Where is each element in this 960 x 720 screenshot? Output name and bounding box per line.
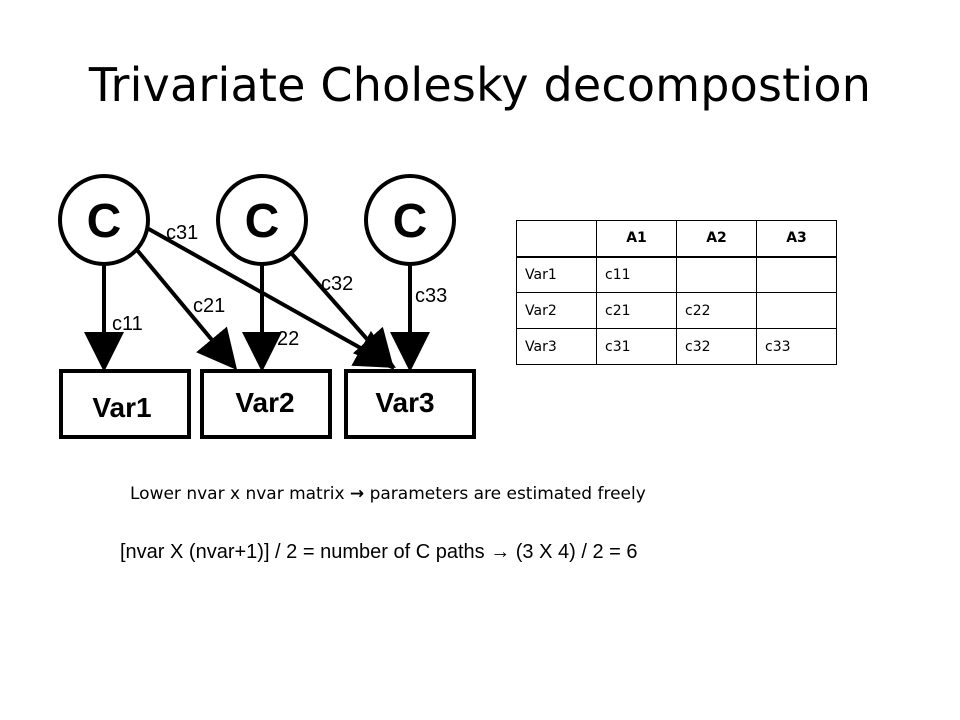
observed-var1: Var1 [59,369,191,439]
matrix-cell [676,256,757,293]
matrix-cell: c33 [756,328,837,365]
note-path-count: [nvar X (nvar+1)] / 2 = number of C path… [120,541,637,564]
latent-c1-label: C [87,195,122,248]
latent-c2-label: C [245,195,280,248]
matrix-header-cell: A2 [676,220,757,258]
slide-title: Trivariate Cholesky decompostion [88,58,872,112]
matrix-header-row: A1 A2 A3 [516,220,837,258]
latent-c3: C [364,174,456,266]
note2-text-after: (3 X 4) / 2 = 6 [515,541,638,563]
path-c11-label: c11 [112,313,143,335]
matrix-header-cell: A3 [756,220,837,258]
matrix-cell: c32 [676,328,757,365]
path-c21-arrow [135,248,238,371]
latent-c3-label: C [393,195,428,248]
matrix-row-label: Var2 [516,292,597,329]
note1-text-before: Lower nvar x nvar matrix [130,484,345,504]
observed-var3: Var3 [344,369,476,439]
path-c33-label: c33 [415,285,447,307]
matrix-cell: c31 [596,328,677,365]
right-arrow-icon: → [490,541,511,563]
matrix-row: Var3 c31 c32 c33 [516,328,837,365]
path-c32-label: c32 [321,273,353,295]
matrix-cell: c21 [596,292,677,329]
path-c21-label: c21 [193,295,225,317]
cholesky-matrix-table: A1 A2 A3 Var1 c11 Var2 c21 c22 Var3 c31 … [516,220,837,365]
note2-text-before: [nvar X (nvar+1)] / 2 = number of C path… [120,541,485,563]
matrix-row-label: Var3 [516,328,597,365]
note-lower-matrix: Lower nvar x nvar matrix → parameters ar… [130,484,646,504]
right-arrow-icon: → [349,484,365,504]
latent-c2: C [216,174,308,266]
matrix-header-cell [516,220,597,258]
path-c31-label: c31 [166,222,198,244]
path-c22-label: c22 [267,328,299,350]
matrix-row: Var1 c11 [516,256,837,293]
path-c31-arrow [146,226,396,368]
matrix-cell: c22 [676,292,757,329]
matrix-cell: c11 [596,256,677,293]
observed-var2: Var2 [200,369,332,439]
observed-var3-label: Var3 [375,387,434,418]
matrix-row-label: Var1 [516,256,597,293]
note1-text-after: parameters are estimated freely [369,484,646,504]
latent-c1: C [58,174,150,266]
observed-var1-label: Var1 [92,392,151,423]
observed-var2-label: Var2 [235,387,294,418]
matrix-cell [756,256,837,293]
matrix-cell [756,292,837,329]
matrix-row: Var2 c21 c22 [516,292,837,329]
matrix-header-cell: A1 [596,220,677,258]
path-c32-arrow [290,252,395,371]
